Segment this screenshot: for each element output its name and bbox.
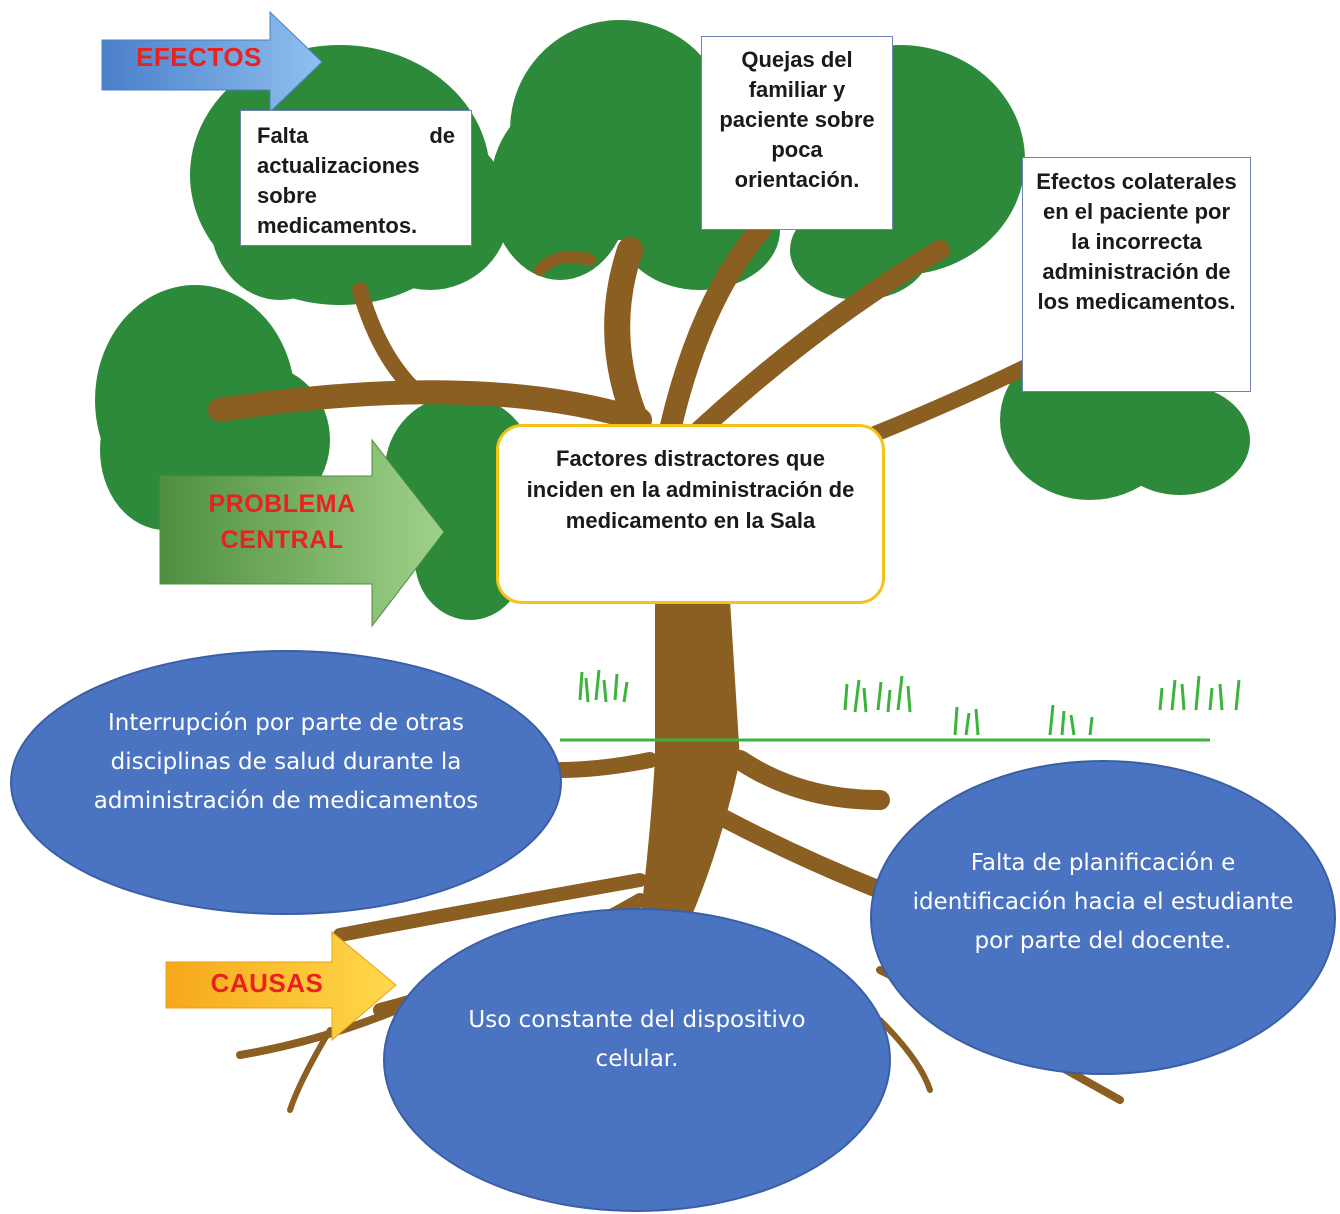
cause-ellipse: Interrupción por parte de otras discipli… (10, 650, 562, 915)
effects-label: EFECTOS (136, 42, 262, 72)
grass (560, 669, 1241, 742)
cause-text: Interrupción por parte de otras discipli… (93, 710, 479, 814)
causes-label: CAUSAS (210, 968, 324, 998)
effects-arrow (101, 10, 323, 114)
effect-box: Quejas del familiar y paciente sobre poc… (701, 36, 893, 230)
central-problem-box: Factores distractores que inciden en la … (496, 424, 885, 604)
effect-box: Efectos colaterales en el paciente por l… (1022, 157, 1251, 392)
causes-arrow (165, 930, 397, 1042)
cause-ellipse: Falta de planificación e identificación … (870, 760, 1336, 1075)
cause-ellipse: Uso constante del dispositivo celular. (383, 908, 891, 1212)
central-problem-arrow (159, 438, 445, 628)
cause-text: Falta de planificación e identificación … (912, 850, 1294, 954)
effect-box: Falta de actualizaciones sobre medicamen… (240, 110, 472, 246)
central-problem-label: PROBLEMA CENTRAL (208, 490, 356, 554)
cause-text: Uso constante del dispositivo celular. (468, 1007, 806, 1072)
